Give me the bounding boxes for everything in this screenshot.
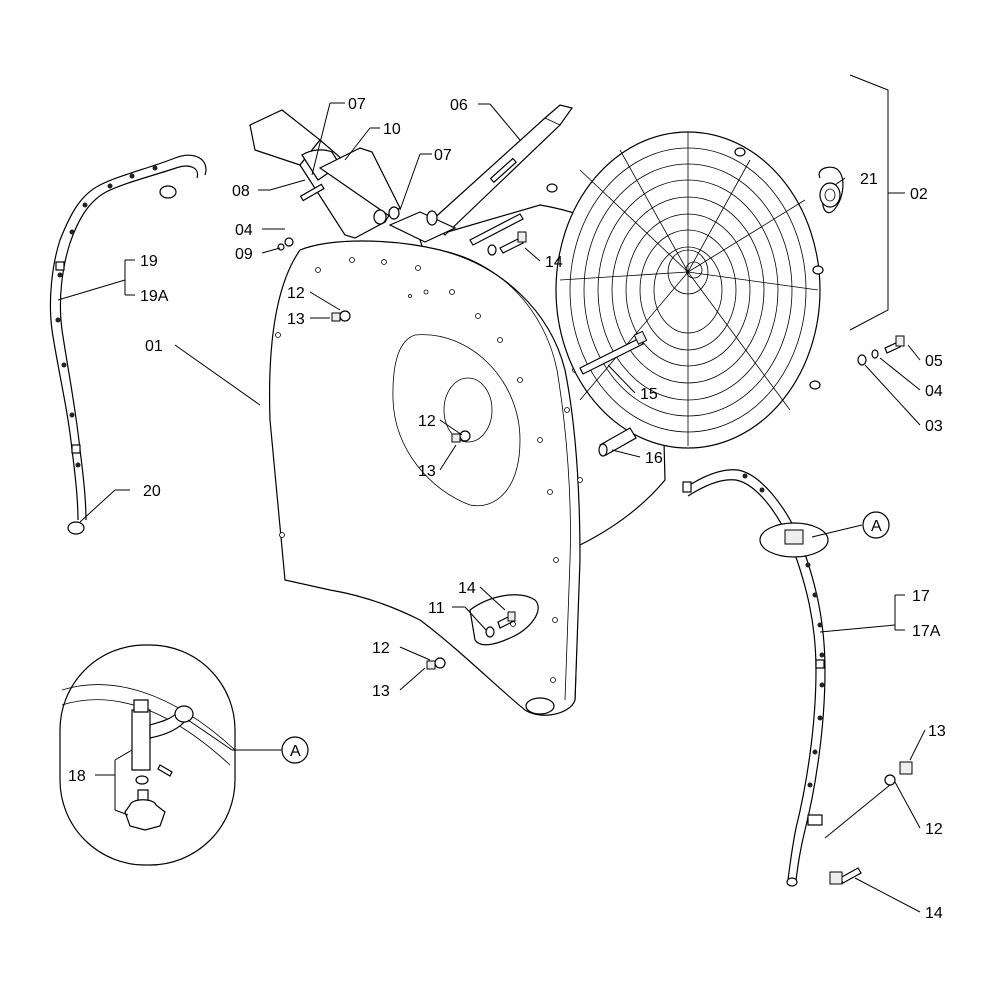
bracket-06 [429,104,573,236]
spray-pipe-left [49,154,207,535]
label-a: A [871,518,882,535]
label-04: 04 [235,222,253,239]
label-19a: 19A [140,288,169,305]
label-02: 02 [910,186,928,203]
label-17: 17 [912,588,930,605]
label-12: 12 [925,821,943,838]
label-14: 14 [458,580,476,597]
part-labels: 07 10 07 06 08 04 09 14 19 19A 12 13 01 … [68,96,946,922]
label-13: 13 [372,683,390,700]
label-20: 20 [143,483,161,500]
bracket-08 [249,109,396,239]
label-13: 13 [287,311,305,328]
label-07: 07 [348,96,366,113]
label-12: 12 [372,640,390,657]
label-16: 16 [645,450,663,467]
label-01: 01 [145,338,163,355]
label-07: 07 [434,147,452,164]
label-14: 14 [925,905,943,922]
label-17a: 17A [912,623,941,640]
label-03: 03 [925,418,943,435]
label-13: 13 [928,723,946,740]
callout-a-circle [862,511,890,539]
label-18: 18 [68,768,86,785]
spray-pipe-right [682,469,913,887]
label-04: 04 [925,383,943,400]
hardware [277,166,905,670]
label-06: 06 [450,97,468,114]
label-21: 21 [860,171,878,188]
label-14: 14 [545,254,563,271]
label-08: 08 [232,183,250,200]
bracket-07 [373,206,457,243]
label-13: 13 [418,463,436,480]
label-12: 12 [418,413,436,430]
label-05: 05 [925,353,943,370]
leader-lines [57,74,926,913]
label-15: 15 [640,386,658,403]
label-10: 10 [383,121,401,138]
label-19: 19 [140,253,158,270]
bracket-10 [318,147,401,216]
callout-a-circle-inset [281,736,309,764]
fan-guard [546,131,824,449]
label-09: 09 [235,246,253,263]
label-a: A [290,743,301,760]
detail-a-inset [59,644,236,866]
label-12: 12 [287,285,305,302]
label-11: 11 [428,600,445,617]
